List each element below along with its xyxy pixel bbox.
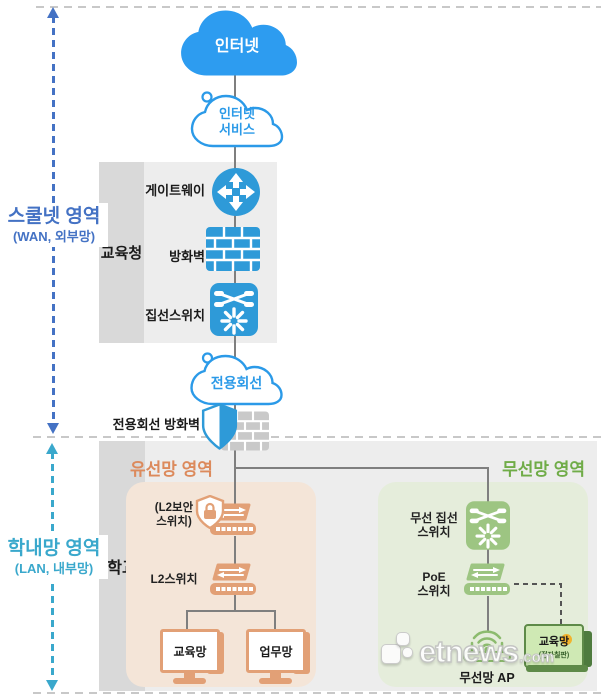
l2-to-split-line [234, 593, 236, 612]
wireless-branch-v [487, 467, 489, 509]
agg-to-poe-line [487, 548, 489, 568]
laptop-screen-icon: 교육망 (전자칠판) [524, 624, 584, 668]
wan-zone-label: 스쿨넷 영역 (WAN, 외부망) [0, 203, 108, 247]
internet-service-cloud-icon: 인터넷 서비스 [187, 88, 287, 150]
pc-education-label: 교육망 [173, 644, 207, 659]
internet-service-label: 인터넷 서비스 [219, 106, 255, 137]
leased-line-label: 전용회선 [210, 375, 263, 391]
pc-education-network: 교육망 [160, 629, 234, 685]
leased-firewall-label: 전용회선 방화벽 [112, 417, 200, 432]
wireless-agg-switch-label: 무선 집선 스위치 [410, 511, 458, 540]
l2-security-switch-label: (L2보안 스위치) [154, 502, 194, 528]
l2-switch-label: L2스위치 [150, 572, 198, 586]
edu-office-label: 교육청 [99, 162, 144, 343]
guide-line-bottom [33, 692, 601, 694]
firewall-label: 방화벽 [169, 249, 205, 264]
laptop-label: 교육망 [539, 633, 573, 649]
wired-area-title: 유선망 영역 [130, 460, 213, 479]
wireless-ap-icon [457, 616, 517, 667]
l2-switch-icon [206, 563, 260, 602]
poe-to-laptop-dash-v [560, 583, 562, 626]
gateway-label: 게이트웨이 [145, 183, 205, 198]
guide-line-middle [33, 436, 601, 438]
internet-cloud-label: 인터넷 [214, 38, 260, 55]
lan-zone-title: 학내망 영역 [7, 538, 101, 559]
poe-to-laptop-dash-h [514, 583, 562, 585]
wan-zone-title: 스쿨넷 영역 [7, 206, 101, 227]
pc-monitor-icon: 교육망 [160, 629, 220, 673]
laptop-education-network: 교육망 (전자칠판) [524, 624, 598, 672]
guide-line-top [36, 6, 601, 8]
leased-line-cloud-icon: 전용회선 [184, 348, 289, 408]
pc-work-network: 업무망 [246, 629, 320, 685]
poe-switch-label: PoE 스위치 [417, 570, 451, 599]
lan-zone-subtitle: (LAN, 내부망) [14, 560, 94, 576]
wireless-branch-h [234, 467, 489, 469]
wireless-ap-label: 무선망 AP [459, 671, 515, 685]
agg-switch-label: 집선스위치 [145, 308, 205, 323]
pc-work-drop-line [274, 610, 276, 631]
l2sec-to-l2-line [234, 536, 236, 570]
wan-arrow-down-icon [47, 423, 59, 434]
lan-zone-label: 학내망 영역 (LAN, 내부망) [0, 535, 108, 579]
firewall-brick-icon [206, 227, 260, 276]
wan-arrow-up-icon [47, 7, 59, 18]
shield-lock-icon [195, 494, 225, 534]
wireless-area-title: 무선망 영역 [502, 460, 585, 479]
lan-arrow-up-icon [46, 443, 58, 454]
pc-split-line [186, 610, 276, 612]
poe-switch-icon [460, 563, 514, 602]
security-shield-icon [201, 403, 238, 455]
wireless-agg-switch-icon [466, 501, 510, 555]
pc-edu-drop-line [186, 610, 188, 631]
lan-arrow-down-icon [46, 680, 58, 691]
pc-work-label: 업무망 [259, 644, 293, 659]
internet-cloud-icon: 인터넷 [176, 6, 298, 78]
agg-switch-icon [210, 283, 258, 341]
wan-zone-subtitle: (WAN, 외부망) [12, 228, 96, 244]
gateway-router-icon [212, 168, 260, 221]
pc-monitor-icon: 업무망 [246, 629, 306, 673]
poe-to-ap-line [487, 596, 489, 632]
laptop-sublabel: (전자칠판) [538, 651, 570, 659]
